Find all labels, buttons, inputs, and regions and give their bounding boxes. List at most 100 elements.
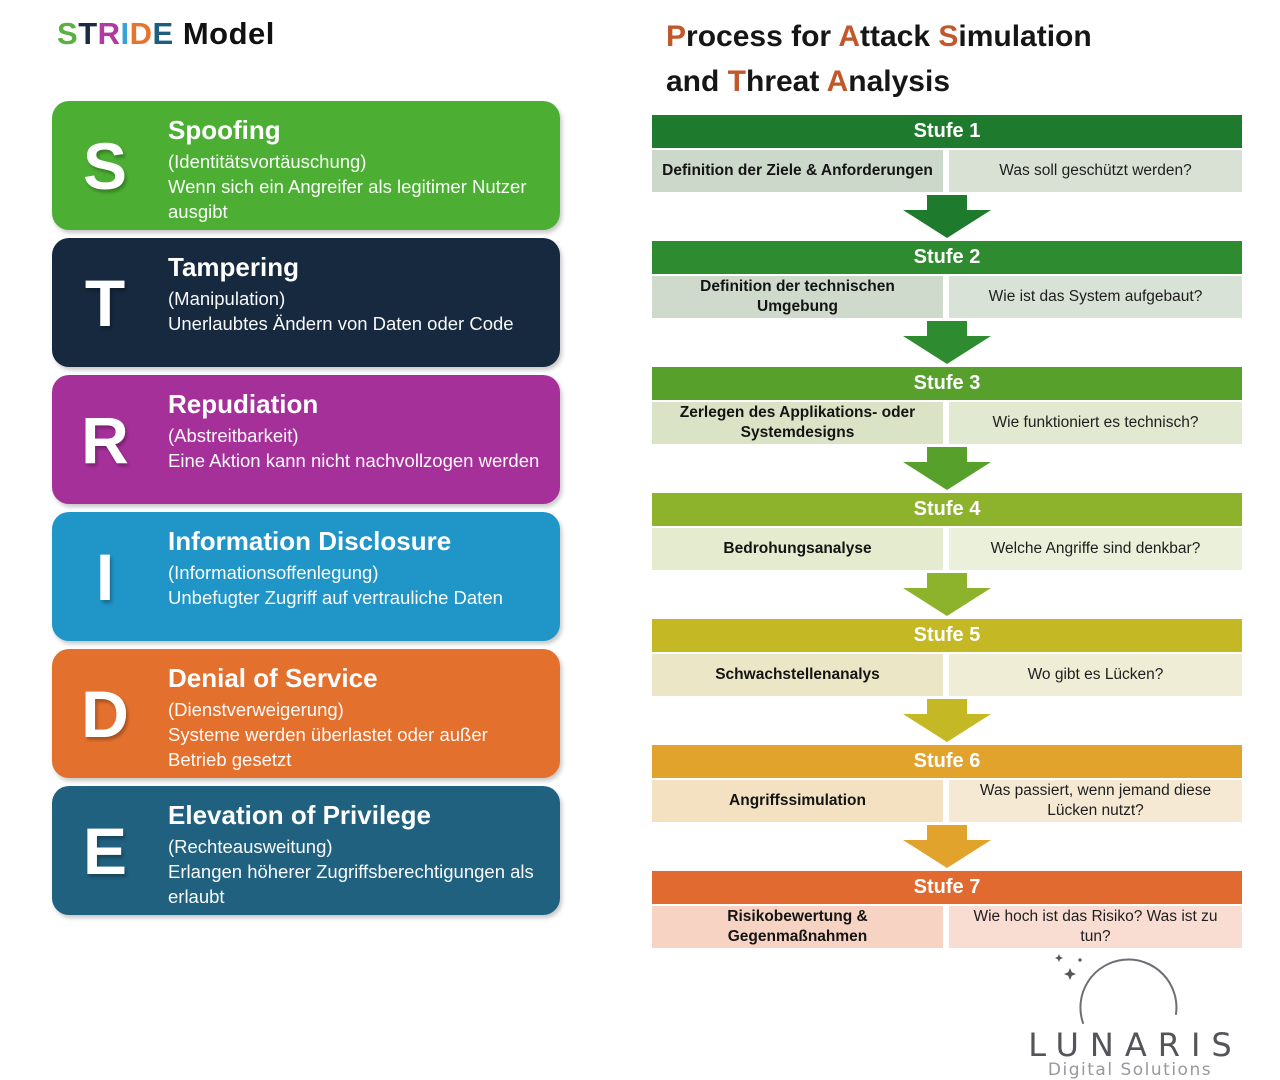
pasta-title-text: imulation: [958, 20, 1092, 53]
down-arrow-icon: [652, 696, 1242, 745]
stage-task: Definition der Ziele & Anforderungen: [652, 150, 943, 192]
pasta-accent-letter: A: [838, 20, 860, 53]
stage-question: Wie ist das System aufgebaut?: [949, 276, 1242, 318]
stride-box-title: Repudiation: [168, 389, 319, 419]
pasta-title-text: and: [666, 65, 728, 98]
stride-title: STRIDE Model: [57, 16, 275, 52]
stride-box-title: Elevation of Privilege: [168, 800, 431, 830]
stride-box-repudiation: R Repudiation (Abstreitbarkeit) Eine Akt…: [52, 375, 560, 504]
pasta-stage-4: Stufe 4 Bedrohungsanalyse Welche Angriff…: [652, 493, 1242, 570]
stride-box-description: Wenn sich ein Angreifer als legitimer Nu…: [168, 176, 527, 222]
stride-box-subtitle: (Rechteausweitung): [168, 836, 333, 857]
pasta-title-text: hreat: [746, 65, 827, 98]
arrow-head: [903, 840, 991, 868]
pasta-title-line2: and Threat Analysis: [666, 59, 1092, 104]
pasta-process: Stufe 1 Definition der Ziele & Anforderu…: [652, 115, 1242, 948]
stride-box-description: Eine Aktion kann nicht nachvollzogen wer…: [168, 450, 540, 471]
stage-task: Schwachstellenanalys: [652, 654, 943, 696]
pasta-accent-letter: P: [666, 20, 687, 53]
stage-row: Definition der Ziele & Anforderungen Was…: [652, 150, 1242, 192]
stage-row: Risikobewertung & Gegenmaßnahmen Wie hoc…: [652, 906, 1242, 948]
logo-name: LUNARIS: [1028, 1026, 1243, 1064]
stride-box-title: Tampering: [168, 252, 299, 282]
arrow-head: [903, 336, 991, 364]
stride-box-letter: E: [82, 813, 128, 888]
stride-box-information-disclosure: I Information Disclosure (Informationsof…: [52, 512, 560, 641]
stage-header: Stufe 3: [652, 367, 1242, 400]
stride-box-subtitle: (Abstreitbarkeit): [168, 425, 299, 446]
stage-header: Stufe 2: [652, 241, 1242, 274]
stage-row: Zerlegen des Applikations- oder Systemde…: [652, 402, 1242, 444]
stride-box-text: Spoofing (Identitätsvortäuschung) Wenn s…: [158, 101, 560, 230]
down-arrow-icon: [652, 318, 1242, 367]
stage-row: Schwachstellenanalys Wo gibt es Lücken?: [652, 654, 1242, 696]
lunaris-logo: LUNARIS Digital Solutions: [1000, 952, 1260, 1080]
arrow-head: [903, 210, 991, 238]
stride-box-text: Denial of Service (Dienstverweigerung) S…: [158, 649, 560, 778]
sparkle-icon: [1078, 958, 1082, 962]
stride-box-letter: R: [81, 402, 129, 477]
stage-header: Stufe 6: [652, 745, 1242, 778]
stride-box-text: Repudiation (Abstreitbarkeit) Eine Aktio…: [158, 375, 560, 504]
arrow-stem: [927, 825, 967, 840]
stage-question: Wo gibt es Lücken?: [949, 654, 1242, 696]
stride-letter-s: S: [57, 16, 79, 51]
down-arrow-icon: [652, 192, 1242, 241]
arrow-stem: [927, 447, 967, 462]
arrow-stem: [927, 699, 967, 714]
arrow-head: [903, 714, 991, 742]
stride-box-text: Elevation of Privilege (Rechteausweitung…: [158, 786, 560, 915]
stride-box-letter: S: [82, 128, 128, 203]
stride-box-title: Information Disclosure: [168, 526, 452, 556]
pasta-title-line1: Process for Attack Simulation: [666, 14, 1092, 59]
stride-box-subtitle: (Informationsoffenlegung): [168, 562, 379, 583]
stage-row: Bedrohungsanalyse Welche Angriffe sind d…: [652, 528, 1242, 570]
stage-header: Stufe 7: [652, 871, 1242, 904]
pasta-title-text: rocess for: [686, 20, 839, 53]
stride-box-text: Tampering (Manipulation) Unerlaubtes Änd…: [158, 238, 560, 367]
stride-box-letter: I: [95, 539, 115, 614]
stage-header: Stufe 4: [652, 493, 1242, 526]
down-arrow-icon: [652, 570, 1242, 619]
pasta-stage-3: Stufe 3 Zerlegen des Applikations- oder …: [652, 367, 1242, 444]
stride-box-description: Systeme werden überlastet oder außer Bet…: [168, 724, 488, 770]
down-arrow-icon: [652, 444, 1242, 493]
pasta-stage-6: Stufe 6 Angriffssimulation Was passiert,…: [652, 745, 1242, 822]
stride-letter-t: T: [78, 16, 98, 51]
crescent-moon-icon: [1055, 954, 1178, 1024]
stage-row: Definition der technischen Umgebung Wie …: [652, 276, 1242, 318]
stride-box-spoofing: S Spoofing (Identitätsvortäuschung) Wenn…: [52, 101, 560, 230]
pasta-stage-5: Stufe 5 Schwachstellenanalys Wo gibt es …: [652, 619, 1242, 696]
stage-question: Was soll geschützt werden?: [949, 150, 1242, 192]
stride-box-subtitle: (Dienstverweigerung): [168, 699, 344, 720]
stride-letter-r: R: [97, 16, 121, 51]
pasta-title-text: ttack: [859, 20, 939, 53]
stage-task: Bedrohungsanalyse: [652, 528, 943, 570]
pasta-title-text: nalysis: [848, 65, 950, 98]
stage-header: Stufe 1: [652, 115, 1242, 148]
stride-title-rest: Model: [173, 16, 275, 51]
pasta-stage-2: Stufe 2 Definition der technischen Umgeb…: [652, 241, 1242, 318]
stride-letter-d: D: [129, 16, 153, 51]
stride-box-title: Spoofing: [168, 115, 281, 145]
stage-question: Wie funktioniert es technisch?: [949, 402, 1242, 444]
pasta-accent-letter: A: [826, 65, 849, 98]
stride-box-letter: T: [84, 265, 126, 340]
stride-box-description: Unerlaubtes Ändern von Daten oder Code: [168, 313, 514, 334]
stride-box-denial-of-service: D Denial of Service (Dienstverweigerung)…: [52, 649, 560, 778]
stage-row: Angriffssimulation Was passiert, wenn je…: [652, 780, 1242, 822]
stride-box-subtitle: (Manipulation): [168, 288, 286, 309]
arrow-stem: [927, 195, 967, 210]
stride-box-text: Information Disclosure (Informationsoffe…: [158, 512, 560, 641]
stride-letter-i: I: [120, 16, 130, 51]
stride-box-description: Erlangen höherer Zugriffsberechtigungen …: [168, 861, 534, 907]
stride-box-elevation-of-privilege: E Elevation of Privilege (Rechteausweitu…: [52, 786, 560, 915]
stage-header: Stufe 5: [652, 619, 1242, 652]
arrow-stem: [927, 573, 967, 588]
stage-question: Welche Angriffe sind denkbar?: [949, 528, 1242, 570]
arrow-stem: [927, 321, 967, 336]
stage-question: Wie hoch ist das Risiko? Was ist zu tun?: [949, 906, 1242, 948]
stage-task: Risikobewertung & Gegenmaßnahmen: [652, 906, 943, 948]
stage-question: Was passiert, wenn jemand diese Lücken n…: [949, 780, 1242, 822]
arrow-head: [903, 462, 991, 490]
